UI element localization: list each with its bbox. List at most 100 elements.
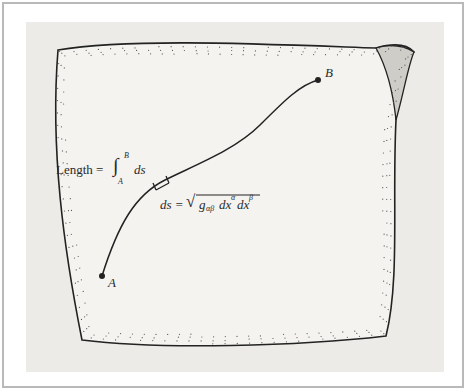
formula-text: g [199, 198, 206, 211]
root-sign: √ [186, 193, 195, 210]
stipple-dot [62, 186, 63, 187]
stipple-dot [201, 336, 202, 337]
stipple-dot [110, 48, 111, 49]
stipple-dot [386, 246, 387, 247]
stipple-dot [389, 104, 390, 105]
stipple-dot [390, 138, 391, 139]
stipple-dot [392, 92, 393, 93]
stipple-dot [255, 50, 256, 51]
stipple-dot [108, 332, 109, 333]
stipple-dot [267, 51, 268, 52]
stipple-dot [164, 340, 165, 341]
stipple-dot [341, 49, 342, 50]
stipple-dot [213, 340, 214, 341]
stipple-dot [384, 307, 385, 308]
stipple-dot [382, 176, 383, 177]
stipple-dot [86, 328, 87, 329]
stipple-dot [190, 337, 191, 338]
stipple-dot [220, 54, 221, 55]
formula-text: ds [134, 163, 146, 176]
stipple-dot [277, 55, 278, 56]
stipple-dot [401, 67, 402, 68]
stipple-dot [386, 234, 387, 235]
stipple-dot [321, 336, 322, 337]
stipple-dot [395, 90, 396, 91]
stipple-dot [162, 53, 163, 54]
stipple-dot [382, 210, 383, 211]
stipple-dot [178, 337, 179, 338]
stipple-dot [272, 338, 273, 339]
stipple-dot [329, 48, 330, 49]
stipple-dot [383, 269, 384, 270]
stipple-dot [396, 101, 397, 102]
formula-text: dx [219, 198, 231, 211]
stipple-dot [84, 303, 85, 304]
stipple-dot [79, 307, 80, 308]
stipple-dot [57, 88, 58, 89]
stipple-dot [389, 175, 390, 176]
stipple-dot [384, 129, 385, 130]
stipple-dot [371, 335, 372, 336]
stipple-dot [284, 338, 285, 339]
stipple-dot [72, 246, 73, 247]
ds-bracket [153, 176, 169, 190]
stipple-dot [237, 343, 238, 344]
stipple-dot [158, 46, 159, 47]
stipple-dot [261, 342, 262, 343]
stipple-dot [382, 187, 383, 188]
stipple-dot [81, 319, 82, 320]
stipple-dot [366, 330, 367, 331]
stipple-dot [65, 140, 66, 141]
stipple-dot [67, 235, 68, 236]
stipple-dot [140, 340, 141, 341]
stipple-dot [249, 343, 250, 344]
stipple-dot [400, 76, 401, 77]
stipple-dot [66, 151, 67, 152]
stipple-dot [196, 53, 197, 54]
stipple-dot [387, 271, 388, 272]
stipple-dot [184, 50, 185, 51]
stipple-dot [266, 54, 267, 55]
stipple-dot [356, 333, 357, 334]
stipple-dot [231, 54, 232, 55]
stipple-dot [124, 50, 125, 51]
stipple-dot [201, 340, 202, 341]
stipple-dot [382, 199, 383, 200]
stipple-dot [359, 336, 360, 337]
stipple-dot [386, 321, 387, 322]
stipple-dot [60, 102, 61, 103]
stipple-dot [173, 54, 174, 55]
stipple-dot [61, 65, 62, 66]
stipple-dot [304, 48, 305, 49]
stipple-dot [248, 336, 249, 337]
stipple-dot [388, 309, 389, 310]
stipple-dot [61, 114, 62, 115]
stipple-dot [387, 128, 388, 129]
stipple-dot [364, 52, 365, 53]
stipple-dot [384, 257, 385, 258]
stipple-dot [74, 257, 75, 258]
stipple-dot [274, 342, 275, 343]
stipple-dot [390, 260, 391, 261]
stipple-dot [132, 333, 133, 334]
stipple-dot [144, 334, 145, 335]
stipple-dot [188, 340, 189, 341]
stipple-dot [349, 54, 350, 55]
stipple-dot [383, 319, 384, 320]
stipple-dot [76, 54, 77, 55]
stipple-dot [407, 56, 408, 57]
stipple [57, 46, 412, 345]
stipple-dot [279, 51, 280, 52]
stipple-dot [342, 331, 343, 332]
stipple-dot [213, 336, 214, 337]
stipple-dot [334, 338, 335, 339]
stipple-dot [86, 314, 87, 315]
stipple-dot [399, 69, 400, 70]
outer-frame [3, 3, 463, 387]
stipple-dot [388, 48, 389, 49]
stipple-dot [330, 332, 331, 333]
stipple-dot [303, 51, 304, 52]
formula-text: Length = [56, 163, 103, 176]
stipple-dot [231, 47, 232, 48]
stipple-dot [373, 53, 374, 54]
